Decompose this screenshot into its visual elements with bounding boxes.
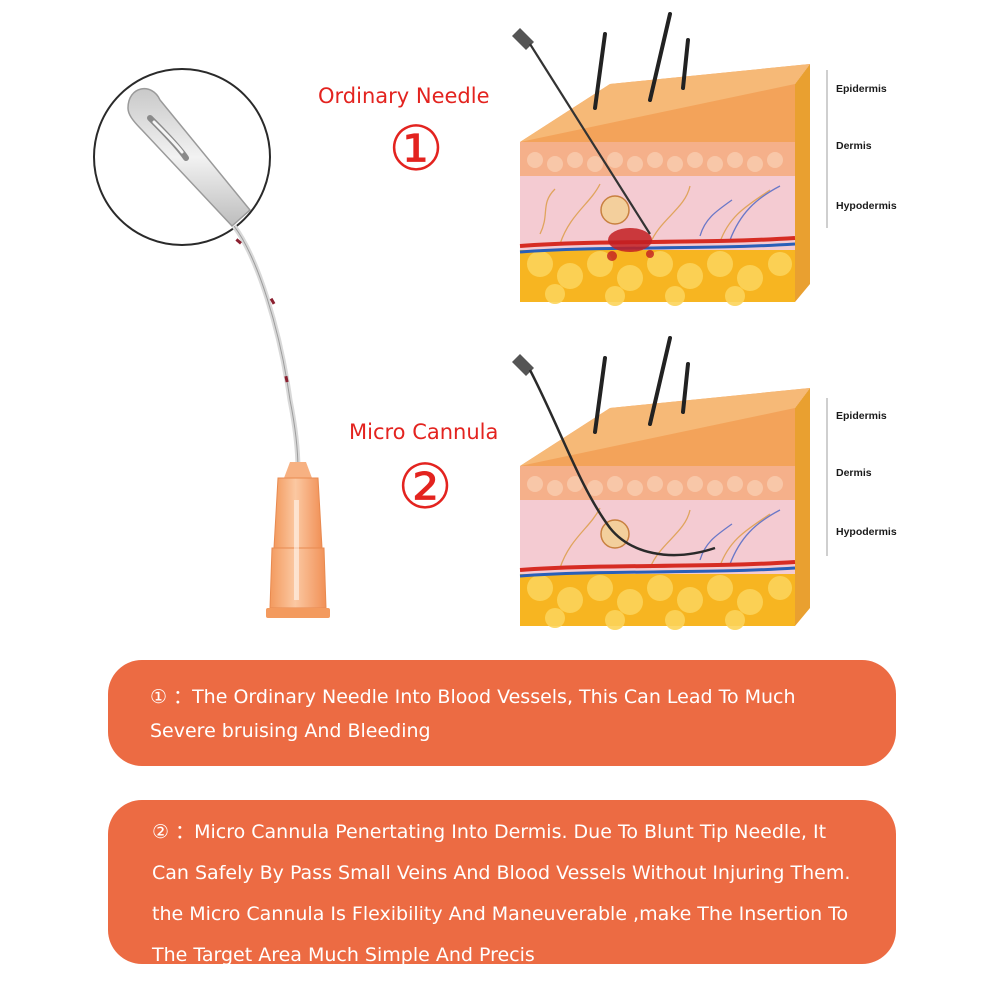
number-two-icon: ② <box>397 450 453 523</box>
skin-diagram-cannula <box>512 336 810 630</box>
number-one-icon: ① <box>388 112 444 185</box>
micro-cannula-icon <box>512 354 716 557</box>
skin-diagram-needle <box>512 12 810 306</box>
layer-label-epidermis: Epidermis <box>836 83 887 95</box>
micro-cannula-label: Micro Cannula <box>349 420 499 444</box>
zoom-circle-icon <box>93 68 271 246</box>
layer-label-epidermis: Epidermis <box>836 410 887 422</box>
layer-label-dermis: Dermis <box>836 140 872 152</box>
ordinary-needle-icon <box>512 28 651 235</box>
layer-scale-2 <box>826 398 828 556</box>
layer-label-dermis: Dermis <box>836 467 872 479</box>
layer-scale-1 <box>826 70 828 228</box>
note-ordinary-needle: ① ：The Ordinary Needle Into Blood Vessel… <box>108 660 896 766</box>
note-1-text: ① ：The Ordinary Needle Into Blood Vessel… <box>150 686 796 742</box>
cannula-tube <box>231 224 301 471</box>
cannula-hub <box>266 462 330 618</box>
note-2-text: ② ：Micro Cannula Penertating Into Dermis… <box>152 821 851 966</box>
note-micro-cannula: ② ：Micro Cannula Penertating Into Dermis… <box>108 800 896 966</box>
layer-label-hypodermis: Hypodermis <box>836 526 897 538</box>
ordinary-needle-label: Ordinary Needle <box>318 84 490 108</box>
layer-label-hypodermis: Hypodermis <box>836 200 897 212</box>
